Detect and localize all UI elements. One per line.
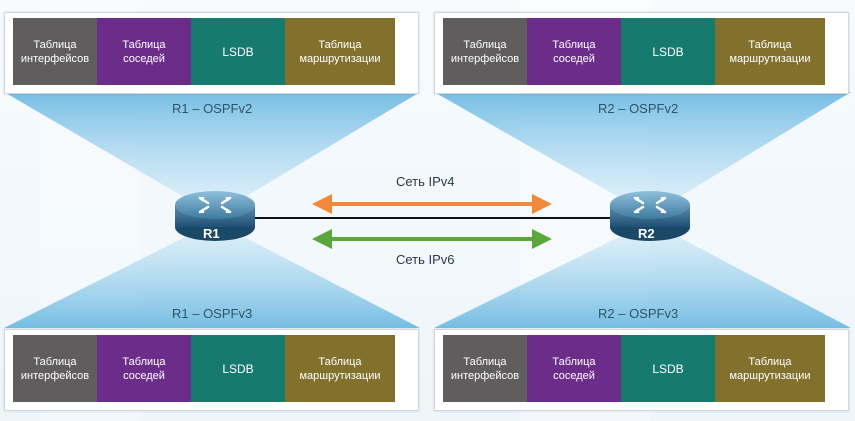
interfaces-table-box: Таблица интерфейсов xyxy=(443,335,527,402)
lsdb-box: LSDB xyxy=(621,18,715,85)
funnel-r2-top xyxy=(434,92,851,215)
panel-title-r1-ospfv3: R1 – OSPFv3 xyxy=(172,306,253,321)
router-r2-label: R2 xyxy=(638,226,655,241)
routing-table-box: Таблица маршрутизации xyxy=(285,335,395,402)
router-r1-label: R1 xyxy=(203,226,220,241)
panel-r2-ospfv3: Таблица интерфейсов Таблица соседей LSDB… xyxy=(434,329,849,411)
panel-r2-ospfv2: Таблица интерфейсов Таблица соседей LSDB… xyxy=(434,12,849,94)
panel-r1-ospfv3: Таблица интерфейсов Таблица соседей LSDB… xyxy=(4,329,419,411)
funnel-r1-top xyxy=(4,92,420,215)
interfaces-table-box: Таблица интерфейсов xyxy=(13,18,97,85)
lsdb-box: LSDB xyxy=(191,18,285,85)
ipv4-network-label: Сеть IPv4 xyxy=(396,174,455,189)
interfaces-table-box: Таблица интерфейсов xyxy=(13,335,97,402)
neighbors-table-box: Таблица соседей xyxy=(97,335,191,402)
neighbors-table-box: Таблица соседей xyxy=(527,18,621,85)
router-r2-icon xyxy=(610,191,690,241)
lsdb-box: LSDB xyxy=(621,335,715,402)
routing-table-box: Таблица маршрутизации xyxy=(715,18,825,85)
neighbors-table-box: Таблица соседей xyxy=(97,18,191,85)
panel-title-r2-ospfv3: R2 – OSPFv3 xyxy=(598,306,679,321)
neighbors-table-box: Таблица соседей xyxy=(527,335,621,402)
router-r1-icon xyxy=(175,191,255,241)
lsdb-box: LSDB xyxy=(191,335,285,402)
panel-r1-ospfv2: Таблица интерфейсов Таблица соседей LSDB… xyxy=(4,12,419,94)
routing-table-box: Таблица маршрутизации xyxy=(715,335,825,402)
panel-title-r1-ospfv2: R1 – OSPFv2 xyxy=(172,101,253,116)
routing-table-box: Таблица маршрутизации xyxy=(285,18,395,85)
interfaces-table-box: Таблица интерфейсов xyxy=(443,18,527,85)
panel-title-r2-ospfv2: R2 – OSPFv2 xyxy=(598,101,679,116)
funnel-r1-bottom xyxy=(4,222,420,328)
ipv6-network-label: Сеть IPv6 xyxy=(396,252,455,267)
funnel-r2-bottom xyxy=(434,222,851,328)
